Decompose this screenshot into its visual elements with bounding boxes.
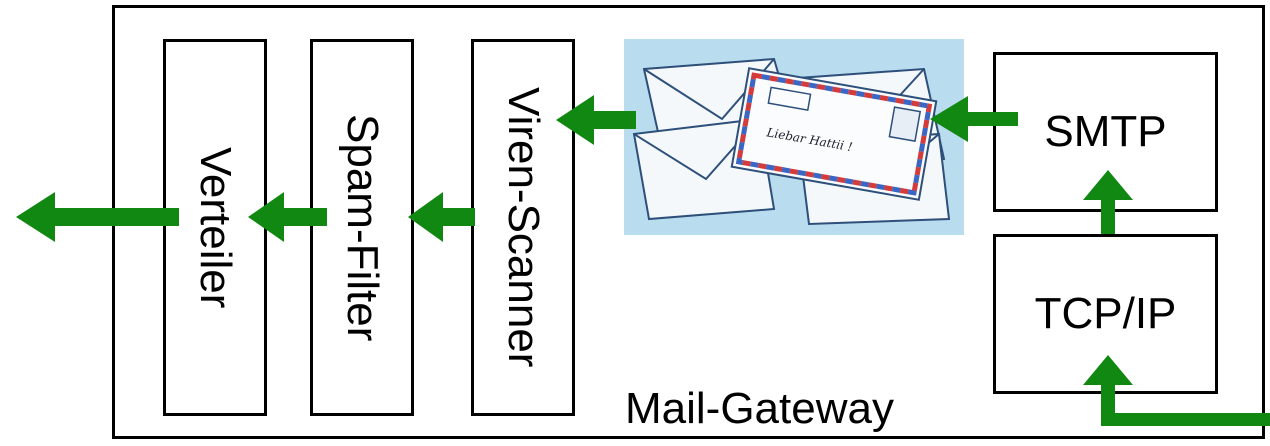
verteiler-box: Verteiler [163,39,267,416]
incoming-arrow [1083,355,1270,426]
smtp-to-mail-arrow [930,96,1018,142]
viren-to-spam-arrow [408,192,475,242]
mail-to-viren-arrow [556,95,636,145]
tcp-ip-label: TCP/IP [1034,289,1177,338]
spam-filter-box: Spam-Filter [310,39,414,416]
verteiler-label: Verteiler [191,146,240,309]
spam-to-verteiler-arrow [248,192,327,242]
viren-scanner-box: Viren-Scanner [471,39,575,416]
tcpip-to-smtp-arrow [1083,170,1133,234]
smtp-label: SMTP [1044,107,1167,156]
spam-filter-label: Spam-Filter [338,113,387,342]
viren-scanner-label: Viren-Scanner [499,87,548,368]
verteiler-out-arrow [16,192,179,242]
mail-envelopes-image: Liebar Hattii ! [624,39,964,235]
gateway-label: Mail-Gateway [625,384,894,433]
